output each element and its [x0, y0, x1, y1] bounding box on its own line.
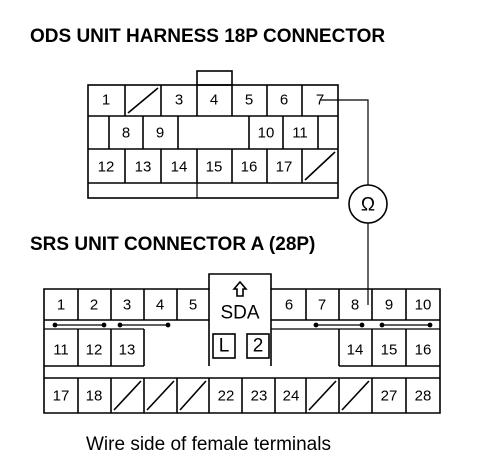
ohm-symbol-label: Ω — [361, 195, 375, 216]
ods-pin-15: 15 — [206, 159, 223, 176]
ods-pin-2-blank-slash — [127, 87, 159, 114]
ods-pin-9: 9 — [156, 125, 164, 142]
srs-pin-9: 9 — [385, 297, 393, 314]
l-box-label: L — [219, 336, 230, 357]
ods-connector-title: ODS UNIT HARNESS 18P CONNECTOR — [30, 26, 385, 47]
srs-pin-20-blank-slash — [146, 380, 175, 411]
srs-pin-1: 1 — [57, 297, 65, 314]
ods-connector: 1 3 4 5 6 7 8 9 10 11 12 13 14 15 16 17 — [87, 70, 339, 199]
ods-pin-10: 10 — [258, 125, 275, 142]
srs-pin-19-blank-slash — [113, 380, 142, 411]
srs-pin-5: 5 — [189, 297, 197, 314]
ohmmeter-probe: Ω — [320, 99, 388, 305]
srs-pin-16: 16 — [415, 342, 432, 359]
srs-pin-8: 8 — [351, 297, 359, 314]
srs-pin-26-blank-slash — [341, 380, 370, 411]
srs-pin-25-blank-slash — [308, 380, 337, 411]
ods-pin-8: 8 — [122, 125, 130, 142]
srs-pin-18: 18 — [86, 388, 103, 405]
srs-connector-title: SRS UNIT CONNECTOR A (28P) — [30, 234, 315, 255]
ods-connector-lock-tab — [196, 70, 233, 86]
srs-pin-11: 11 — [53, 342, 69, 359]
ods-pin-16: 16 — [241, 159, 258, 176]
srs-pin-17: 17 — [53, 388, 70, 405]
srs-pin-2: 2 — [90, 297, 98, 314]
ods-pin-13: 13 — [135, 159, 152, 176]
up-arrow-icon — [232, 280, 248, 297]
ods-pin-12: 12 — [98, 159, 115, 176]
two-box — [246, 333, 270, 359]
srs-pin-28: 28 — [415, 388, 432, 405]
ods-pin-4: 4 — [210, 92, 218, 109]
srs-pin-3: 3 — [123, 297, 131, 314]
srs-pin-24: 24 — [283, 388, 300, 405]
ods-pin-18-blank-slash — [304, 151, 336, 181]
srs-pin-7: 7 — [318, 297, 326, 314]
ods-pin-3: 3 — [175, 92, 183, 109]
ods-pin-17: 17 — [276, 159, 293, 176]
l-box — [212, 333, 236, 359]
srs-pin-13: 13 — [119, 342, 136, 359]
wire-side-caption: Wire side of female terminals — [86, 434, 331, 455]
srs-pin-23: 23 — [251, 388, 268, 405]
ods-pin-5: 5 — [245, 92, 253, 109]
two-box-label: 2 — [253, 336, 264, 357]
srs-pin-4: 4 — [156, 297, 164, 314]
srs-pin-12: 12 — [86, 342, 103, 359]
srs-pin-6: 6 — [285, 297, 293, 314]
ods-pin-1: 1 — [102, 92, 110, 109]
srs-pin-15: 15 — [381, 342, 398, 359]
ods-pin-11: 11 — [292, 125, 308, 142]
probe-wire-upper — [320, 99, 369, 185]
srs-pin-14: 14 — [347, 342, 364, 359]
srs-pin-10: 10 — [415, 297, 432, 314]
srs-pin-27: 27 — [381, 388, 398, 405]
srs-pin-22: 22 — [218, 388, 235, 405]
ods-pin-6: 6 — [280, 92, 288, 109]
ods-pin-14: 14 — [171, 159, 188, 176]
sda-label: SDA — [220, 303, 259, 324]
srs-connector: SDA L 2 1 2 3 4 5 6 7 8 9 10 11 12 13 14… — [43, 273, 441, 414]
srs-pin-21-blank-slash — [179, 380, 207, 411]
